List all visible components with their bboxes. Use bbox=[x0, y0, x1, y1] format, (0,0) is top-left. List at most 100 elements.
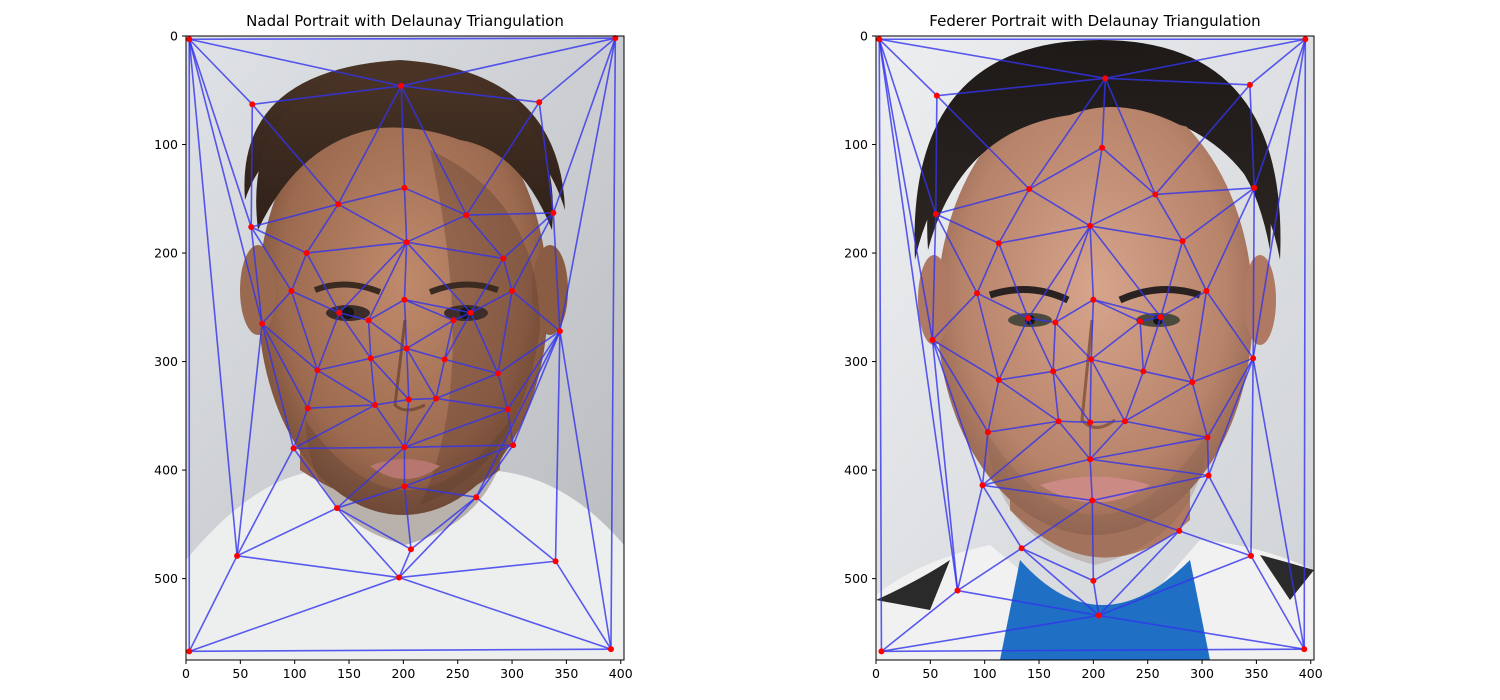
federer-triangulation-edge bbox=[931, 213, 937, 340]
nadal-triangulation-edge bbox=[400, 85, 468, 216]
nadal-axes-frame bbox=[185, 35, 625, 661]
nadal-triangulation-edge bbox=[470, 312, 499, 374]
nadal-triangulation-edge bbox=[408, 397, 437, 401]
federer-triangulation-edge bbox=[1207, 475, 1252, 557]
nadal-triangulation-edge bbox=[443, 312, 472, 360]
nadal-landmark-point bbox=[303, 250, 310, 257]
federer-triangulation-edge bbox=[976, 242, 1000, 294]
nadal-triangulation-edge bbox=[475, 496, 557, 562]
nadal-triangulation-edge bbox=[403, 242, 408, 300]
nadal-triangulation-edge bbox=[189, 648, 611, 653]
nadal-triangulation-edge bbox=[250, 226, 293, 292]
nadal-x-tick-label: 400 bbox=[609, 666, 633, 681]
federer-triangulation-edge bbox=[879, 38, 1106, 80]
federer-triangulation-edge bbox=[1101, 78, 1107, 148]
federer-panel: Federer Portrait with Delaunay Triangula… bbox=[844, 12, 1323, 681]
federer-triangulation-edge bbox=[1160, 316, 1193, 383]
nadal-triangulation-edge bbox=[374, 398, 409, 406]
federer-triangulation-edge bbox=[1027, 225, 1091, 319]
nadal-landmark-point bbox=[463, 212, 470, 219]
federer-triangulation-edge bbox=[982, 458, 1091, 487]
federer-triangulation-edge bbox=[1089, 147, 1103, 227]
nadal-triangulation-edge bbox=[188, 39, 238, 556]
nadal-triangulation-edge bbox=[338, 241, 408, 314]
nadal-triangulation-edge bbox=[403, 299, 408, 349]
nadal-triangulation-edge bbox=[443, 320, 455, 360]
federer-landmark-point bbox=[1152, 191, 1159, 198]
nadal-triangulation-edge bbox=[250, 104, 254, 228]
nadal-landmark-point bbox=[473, 494, 480, 501]
federer-y-tick-label: 300 bbox=[844, 354, 868, 369]
nadal-triangulation-edge bbox=[317, 369, 376, 406]
nadal-triangulation-edge bbox=[337, 85, 402, 205]
nadal-triangulation-edge bbox=[188, 38, 253, 105]
nadal-triangulation-edge bbox=[404, 444, 514, 488]
nadal-triangulation-edge bbox=[610, 38, 617, 650]
federer-triangulation-edge bbox=[1139, 321, 1145, 372]
federer-landmark-point bbox=[1087, 456, 1094, 463]
nadal-landmark-point bbox=[450, 317, 457, 324]
nadal-triangulation-edge bbox=[307, 404, 376, 410]
nadal-triangulation-edge bbox=[404, 187, 467, 216]
federer-triangulation-edge bbox=[1092, 580, 1100, 616]
nadal-triangulation-edge bbox=[250, 226, 307, 254]
nadal-triangulation-edge bbox=[435, 359, 446, 399]
federer-landmark-point bbox=[1050, 368, 1057, 375]
nadal-landmark-point bbox=[441, 356, 448, 363]
nadal-triangulation-edge bbox=[502, 212, 554, 260]
nadal-landmark-point bbox=[494, 370, 501, 377]
nadal-triangulation-edge bbox=[497, 290, 513, 374]
nadal-triangulation-edge bbox=[404, 444, 514, 449]
nadal-triangulation-edge bbox=[403, 187, 408, 243]
nadal-triangulation-edge bbox=[497, 373, 509, 410]
nadal-landmark-point bbox=[432, 395, 439, 402]
nadal-landmark-point bbox=[401, 483, 408, 490]
federer-landmark-point bbox=[1247, 552, 1254, 559]
federer-title: Federer Portrait with Delaunay Triangula… bbox=[929, 12, 1260, 30]
federer-triangulation-edge bbox=[981, 484, 1023, 549]
nadal-landmark-point bbox=[401, 444, 408, 451]
nadal-triangulation-edge bbox=[410, 496, 477, 550]
federer-triangulation-edge bbox=[1092, 474, 1209, 502]
federer-landmark-point bbox=[1121, 418, 1128, 425]
federer-landmark-point bbox=[1302, 36, 1309, 43]
federer-triangulation-edge bbox=[1054, 299, 1094, 324]
federer-triangulation-edge bbox=[981, 432, 989, 486]
nadal-triangulation-edge bbox=[369, 358, 376, 406]
federer-triangulation-edge bbox=[1089, 193, 1156, 227]
federer-y-tick-label: 200 bbox=[844, 246, 868, 261]
federer-triangulation-edge bbox=[935, 188, 1030, 215]
nadal-title: Nadal Portrait with Delaunay Triangulati… bbox=[246, 12, 564, 30]
nadal-portrait-image bbox=[186, 36, 624, 660]
federer-landmark-point bbox=[1025, 315, 1032, 322]
federer-triangulation-edge bbox=[1028, 188, 1091, 227]
federer-triangulation-edge bbox=[1191, 381, 1209, 438]
federer-triangulation-edge bbox=[956, 485, 984, 591]
nadal-triangulation-edge bbox=[337, 203, 408, 243]
federer-x-tick-label: 0 bbox=[872, 666, 880, 681]
nadal-landmark-point bbox=[509, 288, 516, 295]
federer-triangulation-edge bbox=[1098, 530, 1180, 617]
federer-landmark-point bbox=[1090, 577, 1097, 584]
nadal-triangulation-edge bbox=[401, 85, 540, 103]
nadal-triangulation-edge bbox=[506, 409, 514, 446]
nadal-triangulation-edge bbox=[188, 576, 400, 653]
nadal-triangulation-edge bbox=[404, 408, 508, 449]
federer-triangulation-edge bbox=[1089, 225, 1095, 300]
federer-landmark-point bbox=[1157, 314, 1164, 321]
federer-triangulation-edge bbox=[1142, 316, 1162, 372]
nadal-triangulation-edge bbox=[398, 548, 412, 578]
federer-triangulation-edge bbox=[931, 292, 978, 341]
federer-triangulation-edge bbox=[1105, 38, 1306, 80]
federer-triangulation-edge bbox=[1028, 147, 1103, 190]
federer-triangulation-edge bbox=[1093, 298, 1161, 318]
nadal-triangulation-edge bbox=[403, 486, 412, 550]
nadal-triangulation-edge bbox=[374, 404, 406, 448]
federer-x-tick-label: 250 bbox=[1136, 666, 1160, 681]
nadal-triangulation-edge bbox=[466, 212, 554, 216]
nadal-triangulation-edge bbox=[406, 347, 445, 361]
nadal-x-tick-label: 0 bbox=[182, 666, 190, 681]
nadal-landmark-point bbox=[398, 82, 405, 89]
nadal-triangulation-edge bbox=[261, 322, 319, 371]
nadal-landmark-point bbox=[467, 309, 474, 316]
